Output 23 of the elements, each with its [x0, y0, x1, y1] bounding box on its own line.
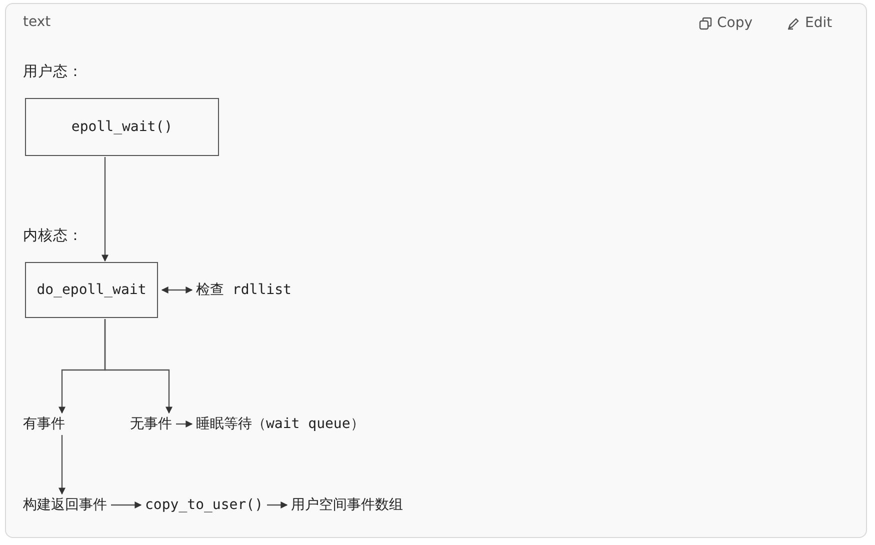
step-text: copy_to_user() — [145, 495, 264, 515]
language-label: text — [23, 13, 51, 32]
arrow — [111, 502, 142, 508]
arrow — [176, 420, 193, 428]
step-text: 用户空间事件数组 — [291, 495, 403, 515]
process-box — [25, 262, 158, 318]
section-heading: 用户态： — [23, 63, 83, 82]
arrow — [104, 319, 172, 414]
arrow — [102, 157, 108, 262]
step-text: 检查 rdllist — [196, 280, 292, 300]
arrow — [58, 435, 66, 495]
step-text: 无事件 — [130, 414, 172, 434]
section-heading: 内核态： — [23, 227, 83, 246]
process-box — [25, 98, 219, 156]
step-text: 有事件 — [23, 414, 65, 434]
box-label: epoll_wait() — [71, 118, 173, 137]
arrow — [161, 286, 193, 294]
step-text: 睡眠等待（wait queue） — [196, 414, 364, 434]
copy-button: Copy — [699, 14, 753, 32]
box-label: do_epoll_wait — [36, 281, 146, 300]
edit-button: Edit — [787, 14, 832, 32]
step-text: 构建返回事件 — [23, 495, 107, 515]
arrow — [267, 502, 288, 508]
